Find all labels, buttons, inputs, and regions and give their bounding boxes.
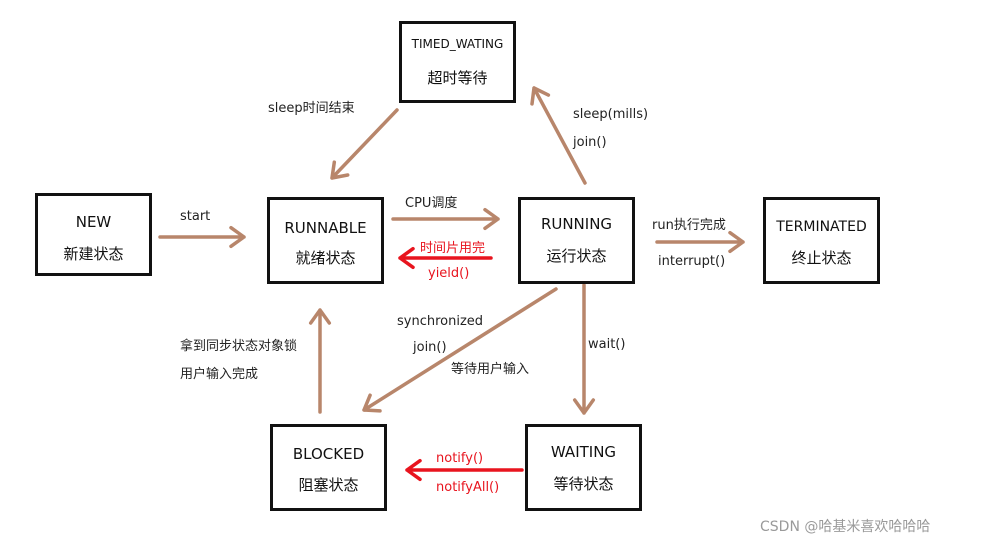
label-yield: yield() [428, 266, 470, 281]
label-cpu-schedule: CPU调度 [405, 196, 458, 211]
label-wait: wait() [588, 337, 626, 352]
label-sleep-end: sleep时间结束 [268, 101, 355, 116]
state-waiting-desc: 等待状态 [553, 475, 614, 493]
label-synchronized: synchronized [397, 314, 484, 329]
label-sleep-mills: sleep(mills) [573, 107, 649, 122]
label-notify-all: notifyAll() [436, 480, 500, 495]
state-new-desc: 新建状态 [63, 245, 124, 263]
arrow-running-to-terminated [655, 230, 745, 254]
state-timed-waiting-name: TIMED_WATING [411, 37, 504, 51]
state-terminated-name: TERMINATED [776, 219, 867, 235]
state-blocked-desc: 阻塞状态 [298, 476, 359, 494]
state-waiting: WAITING 等待状态 [525, 424, 642, 511]
state-timed-waiting-desc: 超时等待 [427, 69, 488, 87]
state-terminated-desc: 终止状态 [791, 249, 852, 267]
arrow-runnable-to-running [391, 207, 500, 231]
state-new-name: NEW [75, 213, 112, 231]
watermark: CSDN @哈基米喜欢哈哈哈 [760, 519, 931, 535]
state-runnable: RUNNABLE 就绪状态 [267, 197, 384, 284]
arrow-running-to-runnable [398, 246, 493, 270]
state-running-name: RUNNING [540, 215, 613, 233]
state-blocked-name: BLOCKED [292, 445, 365, 463]
label-got-lock: 拿到同步状态对象锁 [180, 339, 298, 354]
label-start: start [180, 209, 211, 224]
arrow-blocked-to-runnable [308, 308, 332, 414]
state-runnable-name: RUNNABLE [284, 219, 367, 237]
state-new: NEW 新建状态 [35, 193, 152, 276]
label-wait-input: 等待用户输入 [451, 362, 530, 377]
label-run-done: run执行完成 [652, 218, 726, 233]
state-terminated: TERMINATED 终止状态 [763, 197, 880, 284]
label-input-done: 用户输入完成 [180, 367, 259, 382]
label-interrupt: interrupt() [658, 254, 726, 269]
arrow-waiting-to-blocked [405, 458, 524, 482]
state-blocked: BLOCKED 阻塞状态 [270, 424, 387, 511]
arrow-running-to-blocked [362, 287, 558, 413]
state-timed-waiting: TIMED_WATING 超时等待 [399, 21, 516, 103]
state-running: RUNNING 运行状态 [518, 197, 635, 284]
arrow-running-to-waiting [572, 283, 596, 415]
label-join-block: join() [413, 340, 447, 355]
arrow-running-to-timed-waiting [530, 86, 587, 185]
arrow-timed-waiting-to-runnable [330, 108, 399, 180]
state-running-desc: 运行状态 [546, 247, 607, 265]
state-runnable-desc: 就绪状态 [295, 249, 356, 267]
state-waiting-name: WAITING [550, 443, 617, 461]
label-join-timed: join() [573, 135, 607, 150]
label-timeslice-done: 时间片用完 [420, 241, 486, 256]
arrow-new-to-runnable [158, 225, 246, 249]
label-notify: notify() [436, 451, 484, 466]
